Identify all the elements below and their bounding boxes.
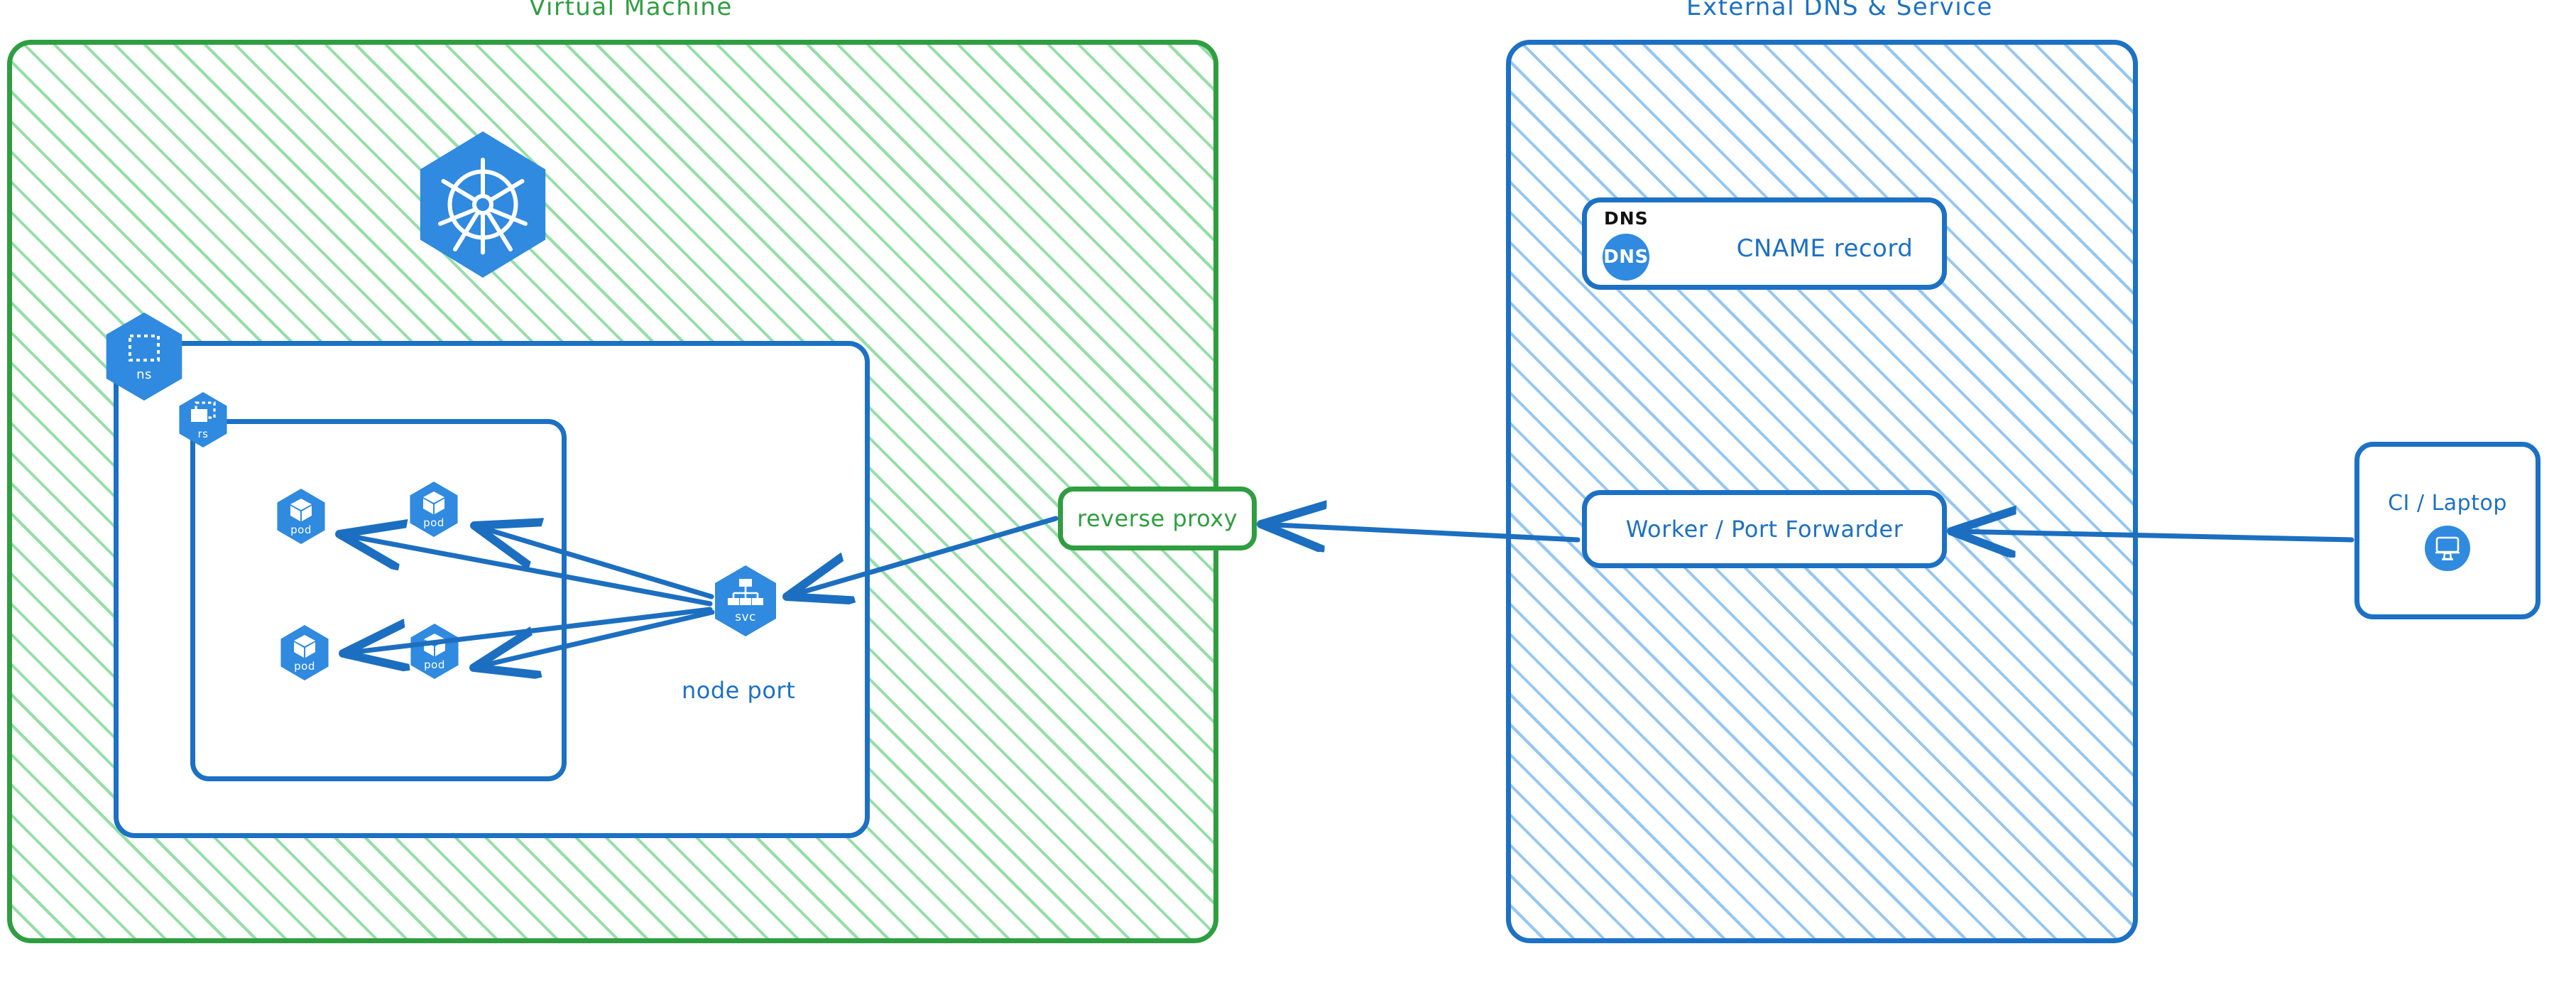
pod-label: pod xyxy=(294,659,315,673)
reverse-proxy-label: reverse proxy xyxy=(1076,505,1238,532)
kubernetes-pod-icon[interactable]: pod xyxy=(410,482,458,537)
dns-tag-label: DNS xyxy=(1604,208,1649,229)
node-port-caption: node port xyxy=(682,677,796,704)
replicaset-label: rs xyxy=(197,427,209,440)
ci-laptop-node[interactable]: CI / Laptop xyxy=(2354,442,2540,619)
namespace-label: ns xyxy=(136,366,152,382)
kubernetes-service-icon[interactable]: svc xyxy=(715,565,776,636)
group-virtual-machine-title: Virtual Machine xyxy=(529,0,733,21)
dns-circle-icon: DNS xyxy=(1603,234,1649,281)
service-glyph xyxy=(727,577,764,609)
cname-record-label: CNAME record xyxy=(1736,234,1914,263)
worker-label: Worker / Port Forwarder xyxy=(1625,516,1904,543)
replicaset-glyph xyxy=(188,400,218,427)
pod-label: pod xyxy=(423,516,444,529)
pod-label: pod xyxy=(424,658,445,671)
replicaset-container[interactable] xyxy=(190,419,567,781)
dns-badge-text: DNS xyxy=(1603,246,1649,268)
pod-glyph xyxy=(422,632,447,658)
dns-card[interactable]: DNS DNS CNAME record xyxy=(1582,197,1947,290)
group-external-dns-service-title: External DNS & Service xyxy=(1686,0,1993,21)
kubernetes-pod-icon[interactable]: pod xyxy=(277,489,325,544)
pod-glyph xyxy=(422,490,446,516)
desktop-monitor-icon xyxy=(2425,525,2470,571)
kubernetes-pod-icon[interactable]: pod xyxy=(280,625,329,680)
kubernetes-replicaset-icon[interactable]: rs xyxy=(179,392,227,447)
pod-glyph xyxy=(293,634,317,659)
pod-glyph xyxy=(289,497,313,523)
ci-laptop-label: CI / Laptop xyxy=(2388,490,2507,516)
service-label: svc xyxy=(735,610,756,624)
reverse-proxy-node[interactable]: reverse proxy xyxy=(1058,487,1257,550)
pod-label: pod xyxy=(290,523,312,536)
worker-port-forwarder-node[interactable]: Worker / Port Forwarder xyxy=(1582,490,1947,568)
namespace-glyph xyxy=(126,332,163,366)
